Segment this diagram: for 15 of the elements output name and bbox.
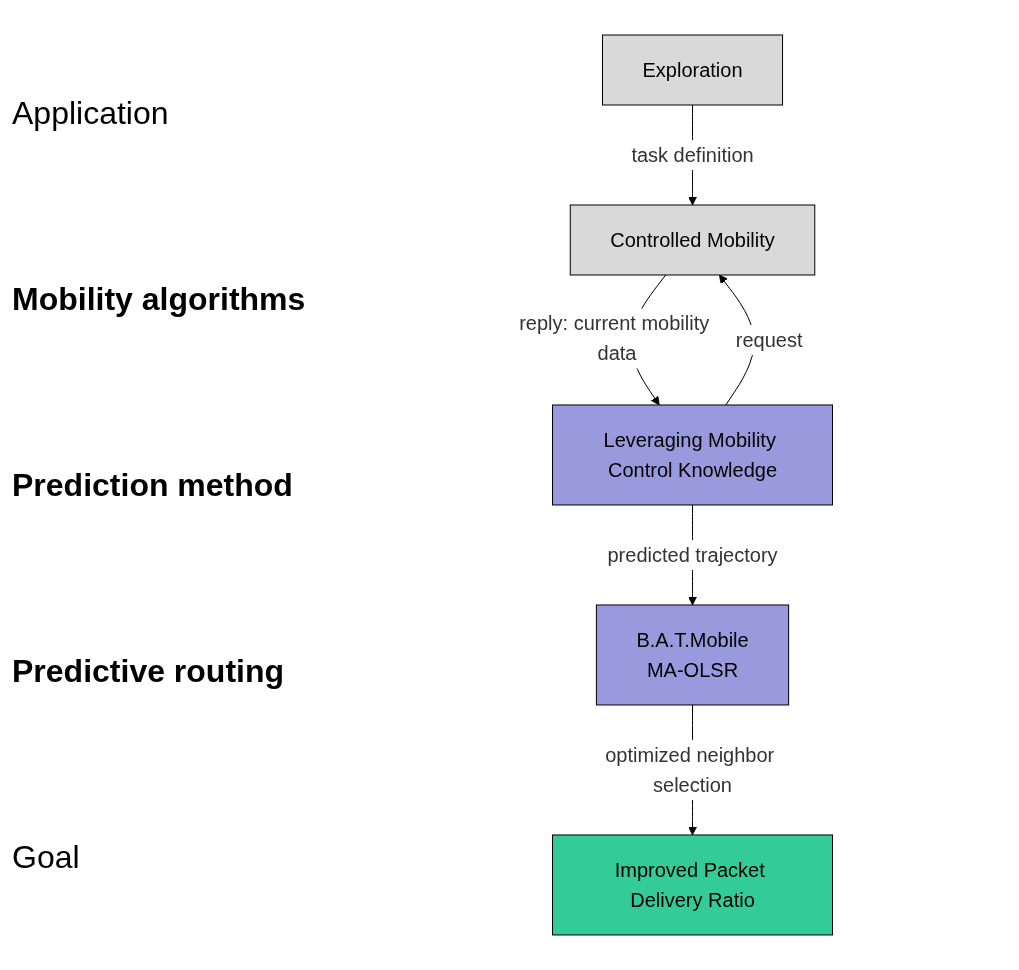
edge-label: request	[735, 329, 803, 351]
node-box: Exploration	[601, 34, 783, 106]
edge-label: reply: current mobility data	[518, 312, 709, 365]
node-box: B.A.T.Mobile MA-OLSR	[595, 604, 789, 706]
layer-label: Mobility algorithms	[12, 280, 307, 318]
layer-label: Goal	[12, 838, 81, 876]
layer-label: Prediction method	[12, 466, 294, 504]
node-box: Controlled Mobility	[569, 204, 815, 276]
edge-label: task definition	[631, 144, 754, 167]
edge-label: predicted trajectory	[607, 543, 778, 566]
layer-label: Application	[12, 94, 170, 132]
node-box: Improved Packet Delivery Ratio	[551, 834, 833, 936]
layer-label: Predictive routing	[12, 652, 286, 690]
node-box: Leveraging Mobility Control Knowledge	[551, 404, 833, 506]
edge-label: optimized neighbor selection	[604, 743, 774, 796]
